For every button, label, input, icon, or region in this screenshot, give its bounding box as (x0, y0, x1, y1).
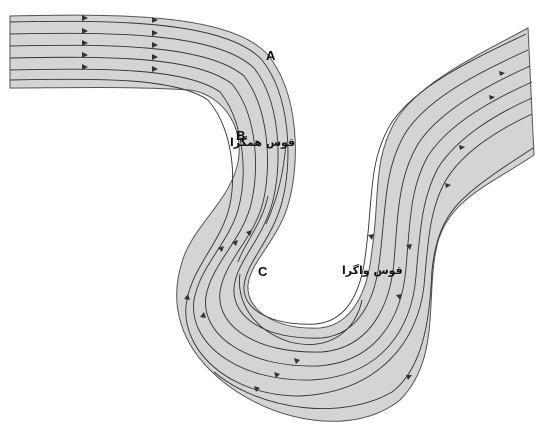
flow-arrow (218, 246, 224, 252)
flow-arrow (152, 30, 158, 36)
channel-body (9, 14, 535, 422)
flow-arrow (246, 230, 252, 236)
point-c-label: C (258, 264, 268, 279)
flow-arrows (82, 15, 505, 392)
concave-bend-label: قوس واگرا (342, 264, 403, 277)
streamline (9, 68, 533, 381)
flow-arrow (82, 64, 88, 70)
streamline (213, 147, 534, 410)
flow-arrow (200, 312, 206, 318)
flow-arrow (82, 52, 88, 58)
flow-arrow (489, 95, 495, 100)
flow-arrow (82, 40, 88, 46)
flow-arrow (274, 372, 280, 378)
streamlines (9, 20, 534, 410)
streamline (265, 141, 287, 225)
streamline (9, 20, 527, 325)
streamline (9, 78, 533, 397)
flow-arrow (294, 358, 300, 364)
flow-arrow (184, 294, 190, 300)
flow-arrow (82, 28, 88, 34)
flow-arrow (406, 375, 412, 380)
streamline (9, 56, 533, 367)
flow-arrow (368, 234, 374, 240)
point-a-label: A (266, 48, 276, 63)
flow-arrow (152, 54, 158, 60)
streamline (9, 32, 529, 339)
convex-bend-label: قوس همگرا (230, 136, 295, 149)
flow-arrow (459, 145, 465, 150)
point-b-label: B (236, 128, 245, 143)
flow-arrow (499, 71, 505, 76)
streamline (238, 273, 363, 345)
streamline (9, 44, 531, 353)
flow-arrow (152, 66, 158, 72)
flow-arrow (152, 42, 158, 48)
flow-arrow (396, 294, 402, 300)
flow-arrow (152, 17, 158, 23)
flow-arrow (445, 183, 451, 188)
flow-arrow (254, 386, 260, 392)
flow-arrow (232, 240, 238, 246)
flow-arrow (406, 244, 412, 250)
flow-arrow (82, 15, 88, 21)
streamline (237, 195, 269, 263)
